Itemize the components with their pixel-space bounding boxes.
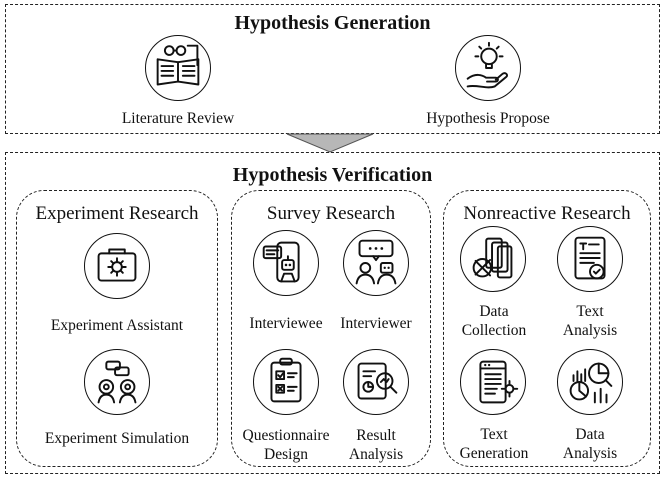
data-collection-label-line1: Data: [479, 303, 509, 320]
survey-research-panel: [231, 190, 431, 467]
questionnaire-design-label-line2: Design: [264, 446, 308, 463]
result-analysis-icon: [343, 349, 409, 415]
interviewer-label: Interviewer: [340, 315, 412, 332]
interviewer-icon: [343, 230, 409, 296]
text-analysis-label-line1: Text: [576, 303, 604, 320]
hypothesis-verification-panel: [5, 152, 660, 474]
nonreactive-research-panel: [443, 190, 651, 467]
data-collection-label-line2: Collection: [461, 322, 527, 339]
data-collection-icon: [460, 226, 526, 292]
flow-arrow: [286, 133, 374, 153]
nonreactive-research-title: Nonreactive Research: [463, 203, 631, 224]
hypothesis-verification-title: Hypothesis Verification: [232, 164, 433, 186]
text-generation-icon: [460, 349, 526, 415]
experiment-assistant-label: Experiment Assistant: [50, 317, 184, 334]
survey-research-title: Survey Research: [266, 203, 396, 224]
questionnaire-design-icon: [253, 349, 319, 415]
interviewee-icon: [253, 230, 319, 296]
text-analysis-icon: [557, 226, 623, 292]
result-analysis-label-line2: Analysis: [348, 446, 404, 463]
hypothesis-propose-icon: [455, 35, 521, 101]
questionnaire-design-label-line1: Questionnaire: [242, 427, 330, 444]
data-analysis-icon: [557, 349, 623, 415]
literature-review-icon: [145, 35, 211, 101]
data-analysis-label-line1: Data: [575, 426, 605, 443]
literature-review-label: Literature Review: [121, 110, 235, 127]
experiment-assistant-icon: [84, 233, 150, 299]
text-generation-label-line1: Text: [480, 426, 508, 443]
experiment-research-title: Experiment Research: [35, 203, 199, 224]
hypothesis-generation-title: Hypothesis Generation: [234, 12, 431, 34]
experiment-simulation-label: Experiment Simulation: [44, 430, 190, 447]
data-analysis-label-line2: Analysis: [562, 445, 618, 462]
hypothesis-propose-label: Hypothesis Propose: [426, 110, 550, 127]
experiment-research-panel: [16, 190, 218, 467]
result-analysis-label-line1: Result: [356, 427, 396, 444]
interviewee-label: Interviewee: [249, 315, 323, 332]
text-analysis-label-line2: Analysis: [562, 322, 618, 339]
text-generation-label-line2: Generation: [459, 445, 529, 462]
experiment-simulation-icon: [84, 349, 150, 415]
